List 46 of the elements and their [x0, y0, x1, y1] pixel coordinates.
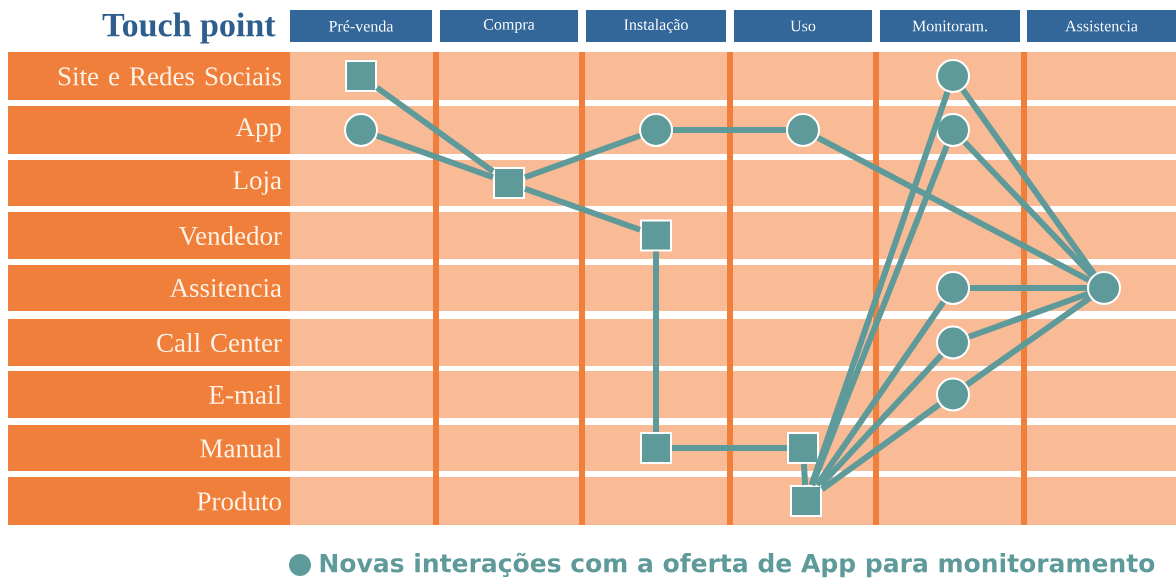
circle-marker [936, 271, 970, 305]
circle-marker [639, 113, 673, 147]
row-header: App [8, 106, 290, 154]
square-marker [345, 60, 377, 92]
row-header: E-mail [8, 371, 290, 418]
circle-marker [936, 377, 970, 412]
circle-marker [1087, 271, 1121, 305]
connector-line [375, 85, 495, 174]
row-header: Manual [8, 425, 290, 471]
connector-line [376, 132, 495, 181]
connector-line [524, 185, 641, 233]
legend-text: Novas interações com a oferta de App para monitoramento [320, 552, 1155, 578]
column-header: Monitoram. [880, 10, 1020, 42]
column-header: Assistencia [1027, 10, 1176, 42]
connector-line [820, 402, 941, 492]
connector-line [970, 285, 1087, 291]
row-header: Site e Redes Sociais [8, 52, 290, 100]
circle-marker [936, 113, 970, 147]
column-header: Compra [440, 10, 578, 42]
row-header: Call Center [8, 319, 290, 366]
row-header: Vendedor [8, 212, 290, 259]
connector-line [816, 135, 1091, 283]
connector-line [524, 132, 642, 181]
connector-line [653, 251, 659, 432]
column-header: Instalação [586, 10, 726, 42]
circle-marker [936, 325, 970, 360]
square-marker [640, 219, 672, 252]
row-header: Produto [8, 477, 290, 525]
table-title: Touch point [102, 12, 276, 44]
row-header: Assitencia [8, 265, 290, 311]
connector-line [960, 88, 1097, 276]
square-marker [640, 432, 672, 464]
circle-marker [936, 59, 970, 93]
square-marker [493, 167, 525, 199]
column-header: Uso [734, 10, 872, 42]
row-header: Loja [8, 160, 290, 206]
square-marker [787, 432, 819, 464]
square-marker [790, 485, 822, 517]
connector-line [800, 463, 809, 486]
connector-line [965, 295, 1092, 388]
connector-line [818, 352, 944, 488]
column-header: Pré-venda [290, 10, 432, 42]
circle-marker [786, 113, 820, 147]
connector-line [968, 290, 1090, 340]
circle-marker [344, 113, 378, 147]
connector-line [962, 140, 1095, 278]
